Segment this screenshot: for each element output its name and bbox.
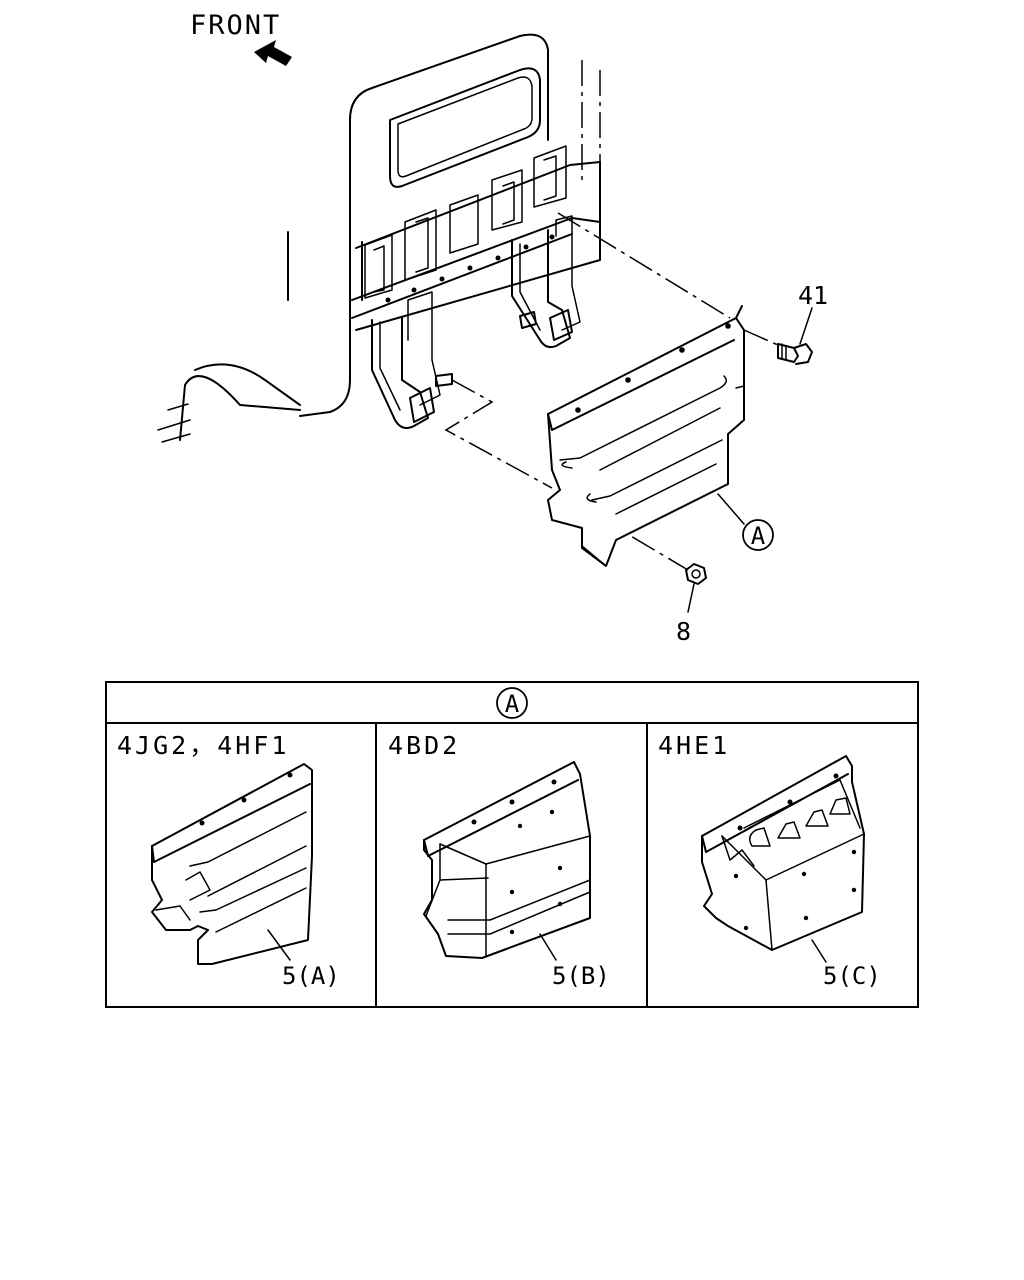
heat-shield-variant-c [701,755,865,951]
nut-leader-line [687,583,695,613]
detail-ref-callout: A [742,519,774,551]
variant-engine-label: 4BD2 [388,731,460,760]
variant-leader-line [539,933,557,961]
front-label: FRONT [190,10,281,41]
variant-part-label: 5(B) [552,962,610,990]
callout-nut: 8 [676,617,691,646]
variant-engine-label: 4HE1 [658,731,730,760]
detail-ref-leader-line [717,493,745,525]
callout-bolt: 41 [798,281,828,310]
variant-part-label: 5(C) [823,962,881,990]
detail-ref-letter: A [751,522,766,550]
heat-shield-main [547,305,745,567]
front-arrow-icon [254,40,292,66]
variant-leader-line [811,939,827,963]
nut-8 [685,563,707,585]
bolt-41 [777,343,813,365]
detail-table-header-letter: A [505,690,520,718]
variant-engine-label: 4JG2，4HF1 [117,731,289,760]
bolt-leader-line [799,307,813,345]
detail-table-header: A [496,687,528,719]
variant-part-label: 5(A) [282,962,340,990]
heat-shield-variant-b [423,761,591,959]
heat-shield-variant-a [151,763,313,965]
cab-frame-drawing [157,33,601,443]
variant-leader-line [267,929,291,961]
detail-table [105,681,919,1008]
